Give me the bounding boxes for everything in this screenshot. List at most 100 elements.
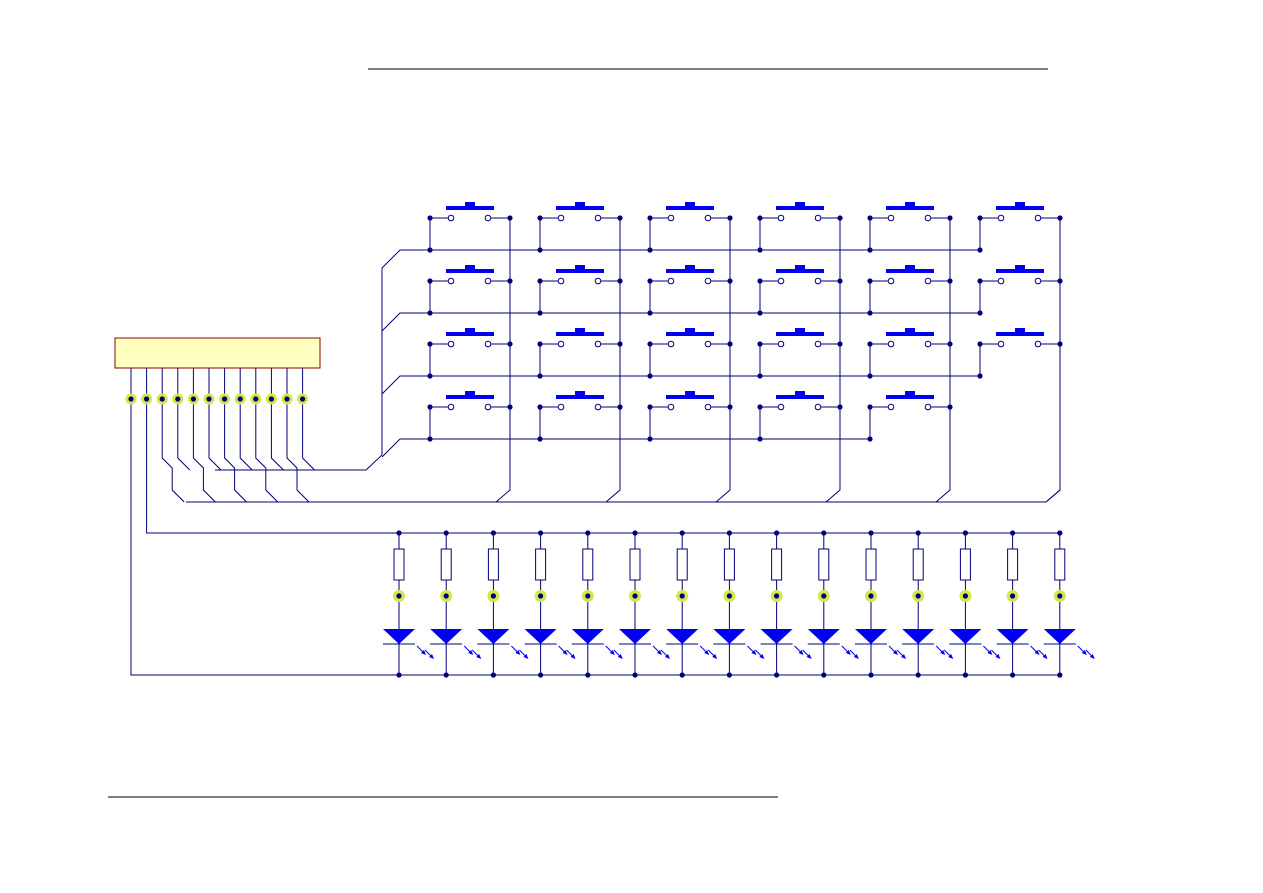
button-contact-right [814,403,822,411]
led-ground-junction [679,672,685,678]
push-button-r3-c6 [980,328,1060,348]
emission-arrowhead [421,650,426,655]
row-bus-junction [427,436,433,442]
led-ground-junction [774,672,780,678]
emission-arrowhead [1089,654,1095,659]
led-emission-arrows [1030,645,1048,659]
test-point-center [726,593,733,599]
button-contact-right [924,340,932,348]
led-4 [524,629,557,644]
push-button-r3-c5 [870,328,950,348]
button-junction-right [1057,215,1063,221]
led-ground-junction [490,672,496,678]
led-ground-junction [396,672,402,678]
button-contact-right [814,214,822,222]
connector-pin-center [144,396,150,402]
emission-arrowhead [806,654,812,659]
resistor-15 [1054,548,1066,581]
led-5 [571,629,604,644]
emission-arrowhead [609,650,615,655]
button-contact-right [1034,277,1042,285]
led-ground-junction [915,672,921,678]
button-contact-left [447,403,455,411]
button-junction-right [837,278,843,284]
emission-arrowhead [468,650,474,655]
row-bus-junction [647,247,653,253]
button-contact-right [924,277,932,285]
emission-arrowhead [515,650,521,655]
button-plunger-cap [905,265,915,269]
connector-pin-center [300,396,306,402]
connector-body [114,337,321,369]
button-junction-left [647,341,653,347]
button-junction-left [757,278,763,284]
button-junction-left [757,404,763,410]
led-ground-junction [1057,672,1063,678]
resistor-5 [582,548,594,581]
button-contact-right [594,340,602,348]
led-emission-arrows [747,645,765,659]
button-plunger-cap [465,328,475,332]
button-junction-right [1057,278,1063,284]
test-point-center [1010,593,1016,599]
button-junction-left [537,215,543,221]
pin-fan-row [208,399,222,471]
led-9 [760,629,793,644]
led-bus-junction [679,530,685,536]
led-3 [477,629,510,644]
button-contact-right [484,277,492,285]
row-bus-junction [977,247,983,253]
button-junction-left [427,404,433,410]
led-2 [430,629,463,644]
test-point-center [962,593,969,599]
push-button-r3-c4 [760,328,840,348]
row-bus-junction [427,373,433,379]
button-contact-left [777,403,785,411]
connector-pin-center [190,396,196,402]
led-emission-arrows [511,645,529,659]
column-wire-2 [605,218,621,503]
button-junction-right [727,341,733,347]
row-bus-junction [537,247,543,253]
button-contact-right [594,214,602,222]
emission-arrowhead [1081,650,1087,655]
connector-pin-center [284,396,290,402]
button-junction-right [947,341,953,347]
button-plunger-cap [685,391,695,395]
row-bus-junction [647,373,653,379]
button-junction-left [537,404,543,410]
button-contact-left [887,214,895,222]
button-plunger-bar [446,395,494,399]
led-ground-junction [585,672,591,678]
led-15 [1043,629,1076,644]
button-plunger-bar [446,269,494,273]
test-point-center [774,593,780,599]
row-bus-junction [647,310,653,316]
button-junction-right [947,215,953,221]
led-ground-junction [1010,672,1016,678]
row-bus-junction [867,310,873,316]
button-junction-left [427,215,433,221]
button-contact-right [814,277,822,285]
emission-arrowhead [759,654,765,659]
emission-arrowhead [523,654,529,659]
button-junction-right [837,341,843,347]
button-contact-left [557,277,565,285]
test-point-center [1057,593,1063,599]
button-contact-left [447,214,455,222]
row-bus-junction [537,310,543,316]
button-plunger-bar [556,332,604,336]
led-bus-junction [868,530,874,536]
button-contact-left [557,403,565,411]
button-contact-right [924,214,932,222]
led-bus-junction [490,530,496,536]
connector-pin-center [253,396,259,402]
button-junction-left [757,215,763,221]
row-bus-junction [977,310,983,316]
button-plunger-bar [556,206,604,210]
button-junction-right [617,215,623,221]
button-plunger-cap [905,202,915,206]
connector-pin-center [222,396,228,402]
connector-pin-center [128,396,134,402]
